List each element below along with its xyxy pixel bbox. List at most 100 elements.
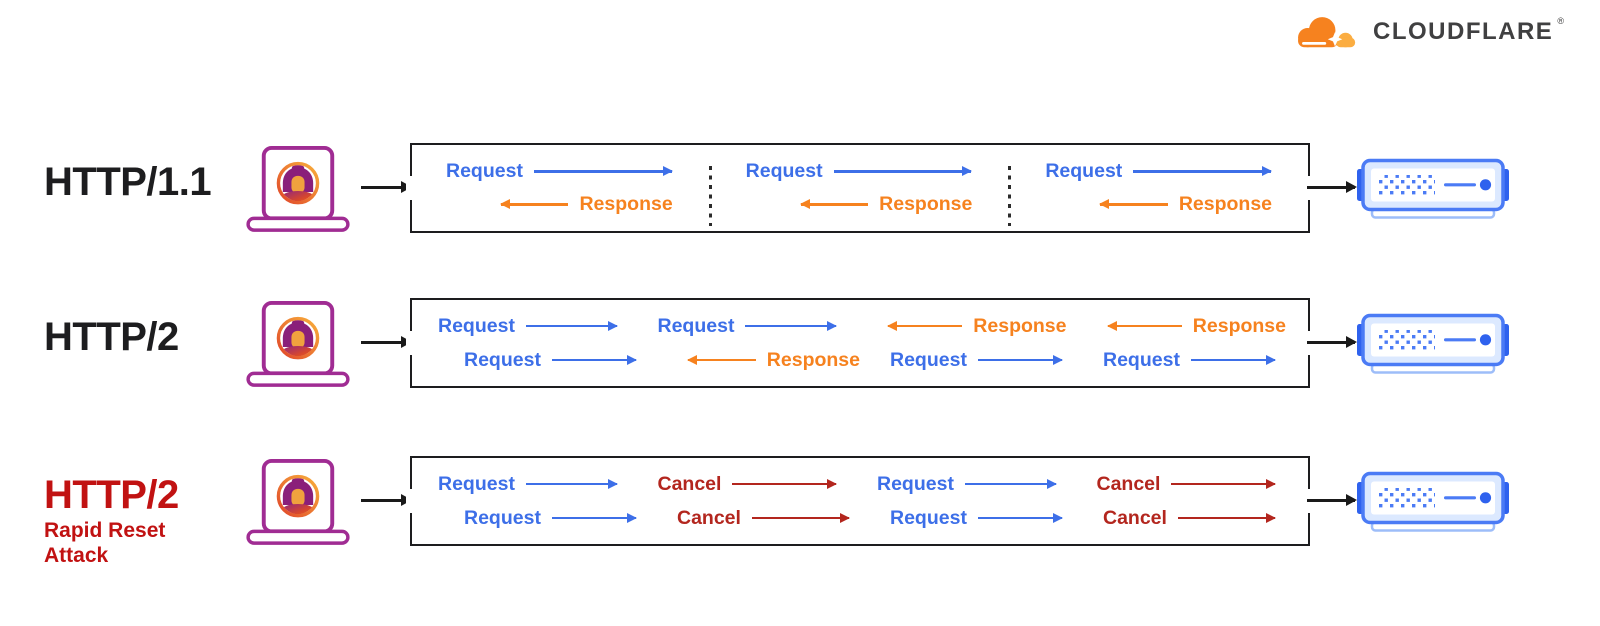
segment-divider <box>708 166 712 226</box>
protocol-label: HTTP/1.1 <box>44 160 212 204</box>
protocol-label: HTTP/2 <box>44 473 179 517</box>
arrow-right-icon <box>964 482 1056 486</box>
message-request: Request <box>438 315 628 338</box>
message-response: Response <box>490 193 673 216</box>
message-label: Cancel <box>1103 506 1167 529</box>
arrow-left-icon <box>688 358 756 362</box>
protocol-sublabel: Attack <box>44 544 109 567</box>
cloudflare-logo: CLOUDFLARE ® <box>1290 8 1564 56</box>
arrow-right-icon <box>977 358 1062 362</box>
arrow-right-icon <box>977 516 1062 520</box>
message-request: Request <box>746 160 983 183</box>
arrow-right-icon <box>533 170 672 173</box>
client-laptop-icon <box>245 458 351 553</box>
arrow-right-icon <box>751 516 849 520</box>
message-line: Request <box>412 160 709 183</box>
message-line: Response <box>412 193 709 216</box>
client-to-box-arrow-icon <box>361 341 410 344</box>
message-line: Request Request Response Response <box>438 315 1286 338</box>
message-label: Request <box>1045 160 1123 182</box>
server-led-icon <box>1479 179 1492 191</box>
row-label-block: HTTP/2 <box>44 314 179 360</box>
arrow-left-icon <box>888 324 963 328</box>
message-label: Response <box>1178 193 1273 215</box>
arrow-right-icon <box>1171 482 1275 486</box>
arrow-left-icon <box>501 203 569 206</box>
server-icon <box>1357 158 1509 225</box>
box-border-gap-left <box>406 331 415 355</box>
message-label: Request <box>446 160 523 182</box>
message-response: Response <box>790 193 973 216</box>
arrow-left-icon <box>800 203 869 206</box>
message-cancel: Cancel <box>658 473 848 496</box>
arrow-right-icon <box>1133 170 1272 173</box>
message-label: Cancel <box>1096 472 1161 495</box>
server-icon <box>1357 313 1509 380</box>
message-label: Cancel <box>677 506 741 529</box>
message-request: Request <box>890 349 1073 372</box>
client-laptop-icon <box>245 145 351 240</box>
box-border-gap-left <box>406 489 415 513</box>
arrow-right-icon <box>732 482 836 486</box>
user-avatar-icon <box>276 161 320 205</box>
logo-wordmark: CLOUDFLARE <box>1373 18 1554 45</box>
message-label: Request <box>438 314 515 337</box>
message-label: Response <box>879 193 973 215</box>
message-request: Request <box>890 507 1073 530</box>
server-led-icon <box>1479 334 1492 346</box>
message-line: Response <box>712 193 1009 216</box>
arrow-right-icon <box>1190 358 1275 362</box>
message-line: Request Cancel Request Cancel <box>438 507 1286 530</box>
server-icon <box>1357 471 1509 538</box>
client-laptop-icon <box>245 300 351 395</box>
arrow-right-icon <box>525 482 617 486</box>
box-to-server-arrow-icon <box>1307 341 1355 344</box>
message-label: Cancel <box>657 472 722 495</box>
server-led-icon <box>1479 492 1492 504</box>
row-label-block: HTTP/1.1 <box>44 159 212 205</box>
arrow-right-icon <box>833 170 972 173</box>
message-request: Request <box>464 349 647 372</box>
message-request: Request <box>438 473 628 496</box>
server-vent-dots <box>1378 175 1435 196</box>
message-label: Response <box>766 348 860 371</box>
sparkle-icon <box>1327 32 1343 47</box>
arrow-right-icon <box>551 358 636 362</box>
server-vent-dots <box>1378 330 1435 351</box>
message-request: Request <box>1103 349 1286 372</box>
arrow-right-icon <box>525 324 617 328</box>
message-cancel: Cancel <box>677 507 860 530</box>
message-response: Response <box>1097 315 1286 338</box>
segment-divider <box>1008 166 1012 226</box>
message-label: Request <box>890 506 967 529</box>
message-label: Request <box>464 506 541 529</box>
arrow-right-icon <box>745 324 836 328</box>
message-response: Response <box>877 315 1067 338</box>
message-request: Request <box>446 160 683 183</box>
message-line: Request <box>1011 160 1308 183</box>
message-label: Request <box>877 472 954 495</box>
box-to-server-arrow-icon <box>1307 186 1355 189</box>
cloudflare-cloud-icon <box>1298 17 1356 48</box>
box-to-server-arrow-icon <box>1307 499 1355 502</box>
client-to-box-arrow-icon <box>361 499 410 502</box>
user-avatar-icon <box>276 474 320 518</box>
user-avatar-icon <box>276 316 320 360</box>
arrow-right-icon <box>551 516 636 520</box>
message-request: Request <box>658 315 848 338</box>
message-label: Request <box>890 348 967 371</box>
message-request: Request <box>1045 160 1282 183</box>
